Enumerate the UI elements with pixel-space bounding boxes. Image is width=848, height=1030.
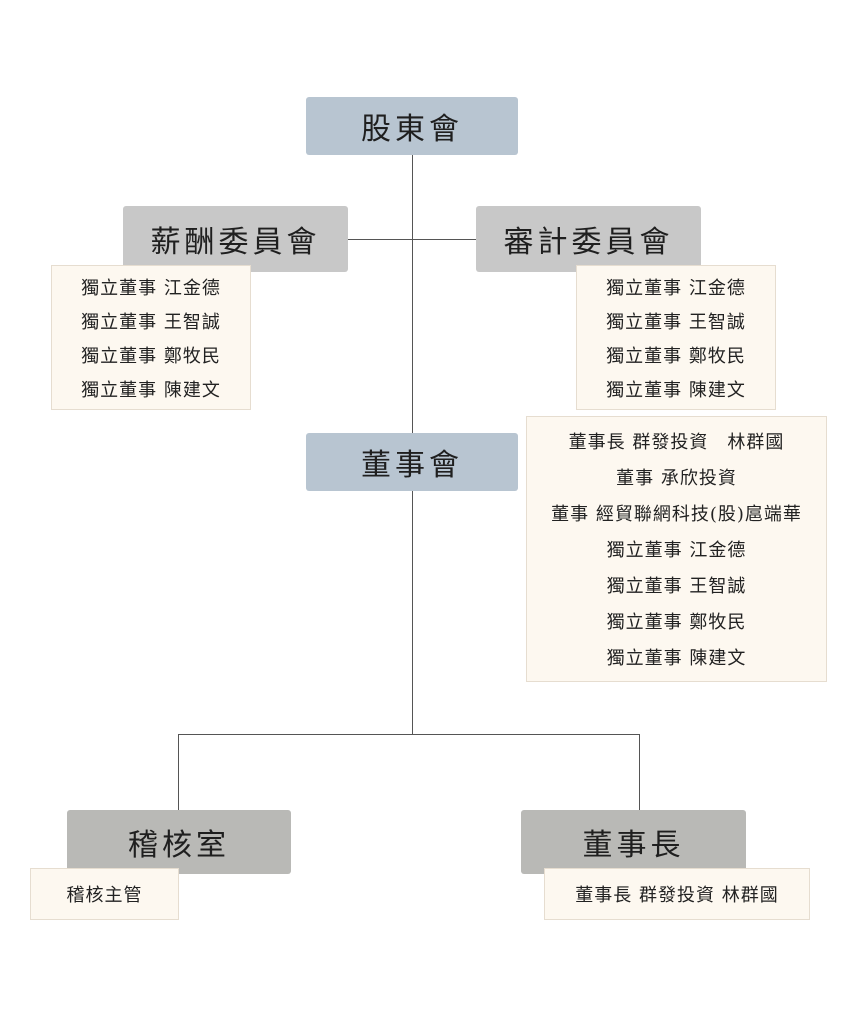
connector-audit-office-vertical <box>178 734 179 810</box>
member-row: 獨立董事 王智誠 <box>81 311 221 333</box>
connector-committees-horizontal <box>348 239 476 240</box>
member-row: 獨立董事 陳建文 <box>606 648 747 669</box>
audit-office-title: 稽核室 <box>128 828 230 863</box>
audit-committee-box: 審計委員會 <box>476 206 701 272</box>
audit-office-members: 稽核主管 <box>30 868 179 920</box>
member-row: 董事 承欣投資 <box>616 468 737 489</box>
remuneration-committee-title: 薪酬委員會 <box>150 225 321 260</box>
shareholders-meeting-title: 股東會 <box>361 112 463 147</box>
chairman-title: 董事長 <box>582 828 685 863</box>
member-row: 獨立董事 江金德 <box>606 540 747 561</box>
member-row: 獨立董事 鄭牧民 <box>606 345 746 367</box>
member-row: 獨立董事 陳建文 <box>81 379 221 401</box>
remuneration-committee-members: 獨立董事 江金德 獨立董事 王智誠 獨立董事 鄭牧民 獨立董事 陳建文 <box>51 265 251 410</box>
audit-office-box: 稽核室 <box>67 810 291 874</box>
member-row: 獨立董事 王智誠 <box>606 576 747 597</box>
board-members: 董事長 群發投資 林群國 董事 承欣投資 董事 經貿聯網科技(股)扈端華 獨立董… <box>526 416 827 682</box>
member-row: 獨立董事 江金德 <box>606 277 746 299</box>
audit-committee-title: 審計委員會 <box>503 225 674 260</box>
member-row: 獨立董事 鄭牧民 <box>606 612 747 633</box>
connector-chairman-vertical <box>639 734 640 810</box>
member-row: 董事長 群發投資 林群國 <box>575 885 779 906</box>
member-row: 董事長 群發投資 林群國 <box>568 432 785 453</box>
member-row: 獨立董事 陳建文 <box>606 379 746 401</box>
member-row: 獨立董事 江金德 <box>81 277 221 299</box>
member-row: 獨立董事 鄭牧民 <box>81 345 221 367</box>
chairman-box: 董事長 <box>521 810 746 874</box>
remuneration-committee-box: 薪酬委員會 <box>123 206 348 272</box>
member-row: 稽核主管 <box>66 885 143 906</box>
member-row: 董事 經貿聯網科技(股)扈端華 <box>551 504 802 525</box>
audit-committee-members: 獨立董事 江金德 獨立董事 王智誠 獨立董事 鄭牧民 獨立董事 陳建文 <box>576 265 776 410</box>
board-of-directors-box: 董事會 <box>306 433 518 491</box>
member-row: 獨立董事 王智誠 <box>606 311 746 333</box>
shareholders-meeting-box: 股東會 <box>306 97 518 155</box>
connector-bottom-horizontal <box>178 734 640 735</box>
chairman-members: 董事長 群發投資 林群國 <box>544 868 810 920</box>
board-of-directors-title: 董事會 <box>361 448 463 483</box>
